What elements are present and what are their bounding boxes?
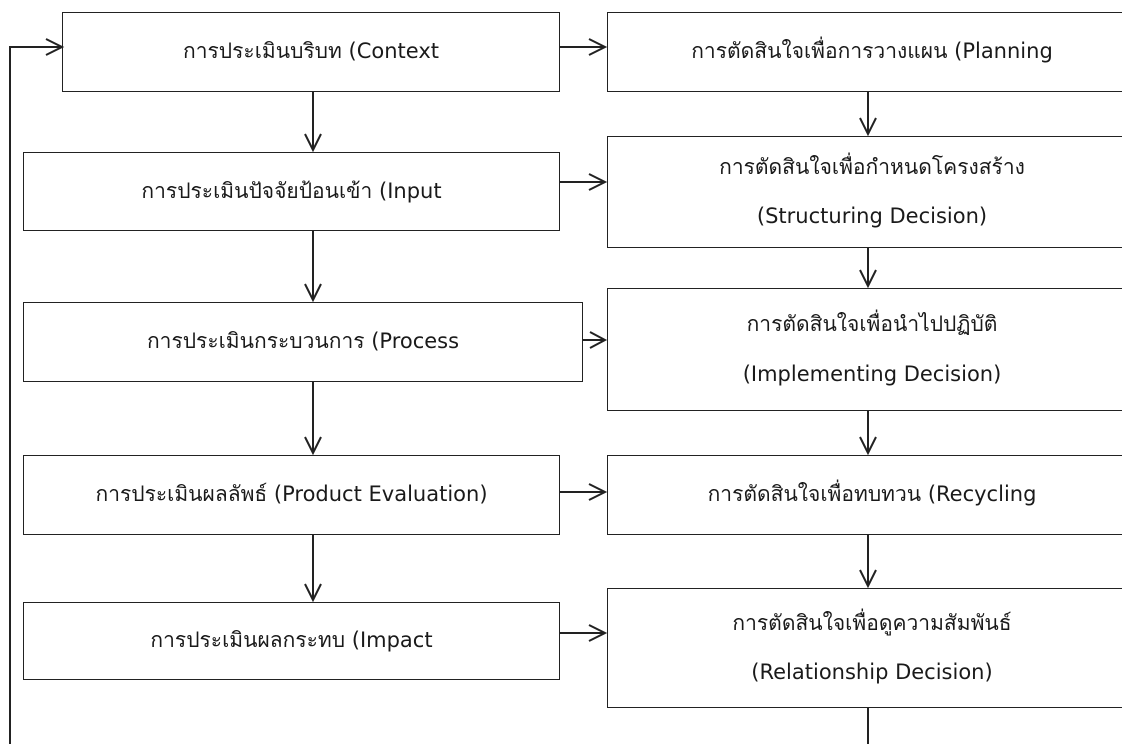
process-evaluation-label: การประเมินกระบวนการ (Process [146,329,460,354]
recycling-decision-box: การตัดสินใจเพื่อทบทวน (Recycling [607,455,1122,535]
input-evaluation-label: การประเมินปัจจัยป้อนเข้า (Input [141,178,442,203]
arrow-recycling-to-relationship-head [859,569,877,589]
process-evaluation-box: การประเมินกระบวนการ (Process [23,302,583,382]
arrow-structuring-to-implementing-head [859,269,877,289]
context-evaluation-box: การประเมินบริบท (Context [62,12,560,92]
arrow-implementing-to-recycling-head [859,436,877,456]
implementing-decision-line1: การตัดสินใจเพื่อนำไปปฏิบัติ [746,312,998,337]
implementing-decision-line2: (Implementing Decision) [742,361,1002,386]
implementing-decision-box: การตัดสินใจเพื่อนำไปปฏิบัติ (Implementin… [607,288,1122,411]
arrow-context-to-planning-head [588,38,608,56]
product-evaluation-label: การประเมินผลลัพธ์ (Product Evaluation) [95,482,488,507]
relationship-decision-line2: (Relationship Decision) [751,660,993,684]
arrow-product-to-impact-head [304,583,322,603]
structuring-decision-box: การตัดสินใจเพื่อกำหนดโครงสร้าง (Structur… [607,136,1122,248]
relationship-decision-box: การตัดสินใจเพื่อดูความสัมพันธ์ (Relation… [607,588,1122,708]
impact-evaluation-box: การประเมินผลกระทบ (Impact [23,602,560,680]
feedback-loop-arrowhead [45,38,65,56]
arrow-planning-to-structuring-head [859,117,877,137]
planning-decision-box: การตัดสินใจเพื่อการวางแผน (Planning [607,12,1122,92]
structuring-decision-line1: การตัดสินใจเพื่อกำหนดโครงสร้าง [719,154,1025,179]
impact-evaluation-label: การประเมินผลกระทบ (Impact [150,628,433,653]
recycling-decision-label: การตัดสินใจเพื่อทบทวน (Recycling [707,482,1037,507]
context-evaluation-label: การประเมินบริบท (Context [183,39,439,64]
product-evaluation-box: การประเมินผลลัพธ์ (Product Evaluation) [23,455,560,535]
arrow-process-to-implementing-head [589,331,608,349]
arrow-product-to-recycling-head [588,483,608,501]
input-evaluation-box: การประเมินปัจจัยป้อนเข้า (Input [23,152,560,231]
arrow-input-to-process-head [304,283,322,303]
relationship-decision-line1: การตัดสินใจเพื่อดูความสัมพันธ์ [732,610,1012,635]
structuring-decision-line2: (Structuring Decision) [756,204,988,228]
arrow-context-to-input-head [304,133,322,153]
arrow-process-to-product-head [304,436,322,456]
arrow-input-to-structuring-head [588,173,608,191]
arrow-impact-to-relationship-head [588,624,608,642]
planning-decision-label: การตัดสินใจเพื่อการวางแผน (Planning [691,39,1053,64]
feedback-loop-line [9,46,62,744]
